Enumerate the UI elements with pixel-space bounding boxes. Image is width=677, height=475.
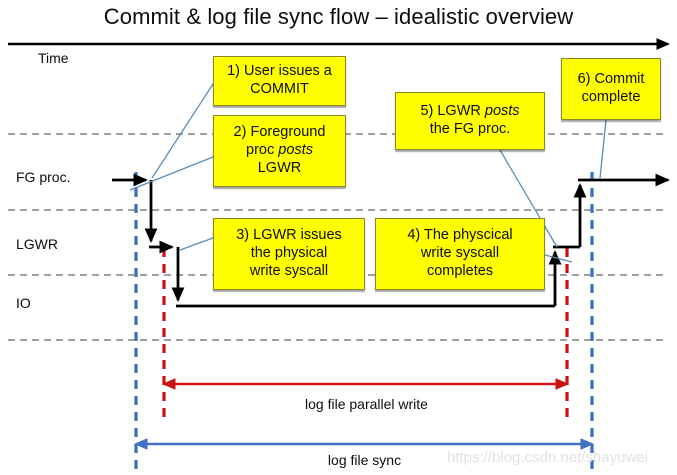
leader-step-2 bbox=[129, 156, 214, 191]
measure-label-parallel-write: log file parallel write bbox=[305, 396, 428, 412]
page-title: Commit & log file sync flow – idealistic… bbox=[103, 4, 574, 29]
lane-label-lgwr: LGWR bbox=[16, 236, 58, 252]
callout-line: write syscall bbox=[420, 245, 500, 262]
callout-line: 3) LGWR issues bbox=[236, 227, 342, 244]
lane-label-fg-proc: FG proc. bbox=[16, 169, 71, 185]
callout-line: 2) Foreground bbox=[233, 124, 326, 141]
leader-step-6 bbox=[599, 119, 607, 179]
leader-step-1 bbox=[151, 83, 214, 179]
callout-line: write syscall bbox=[249, 262, 329, 279]
leader-step-3 bbox=[179, 237, 214, 251]
callout-line: 4) The physcical bbox=[407, 227, 513, 244]
callout-line: 6) Commit bbox=[577, 71, 645, 88]
callout-line: COMMIT bbox=[250, 81, 309, 97]
callout-line: the physical bbox=[250, 245, 328, 262]
callout-line: 1) User issues a bbox=[227, 63, 332, 80]
callout-line: LGWR bbox=[257, 159, 302, 176]
lane-label-time: Time bbox=[38, 50, 69, 66]
callout-line: completes bbox=[426, 262, 494, 279]
callout-emphasis: posts bbox=[484, 103, 520, 120]
callout-line: complete bbox=[581, 89, 641, 105]
callout-line: the FG proc. bbox=[429, 121, 511, 137]
leader-step-4 bbox=[544, 254, 573, 263]
lane-label-io: IO bbox=[16, 295, 31, 311]
measure-label-log-file-sync: log file sync bbox=[327, 452, 402, 468]
callout-emphasis: posts bbox=[278, 142, 313, 159]
callout-line: proc posts bbox=[246, 142, 313, 159]
callout-line: 5) LGWR posts bbox=[420, 103, 520, 120]
leader-step-5 bbox=[499, 149, 558, 248]
